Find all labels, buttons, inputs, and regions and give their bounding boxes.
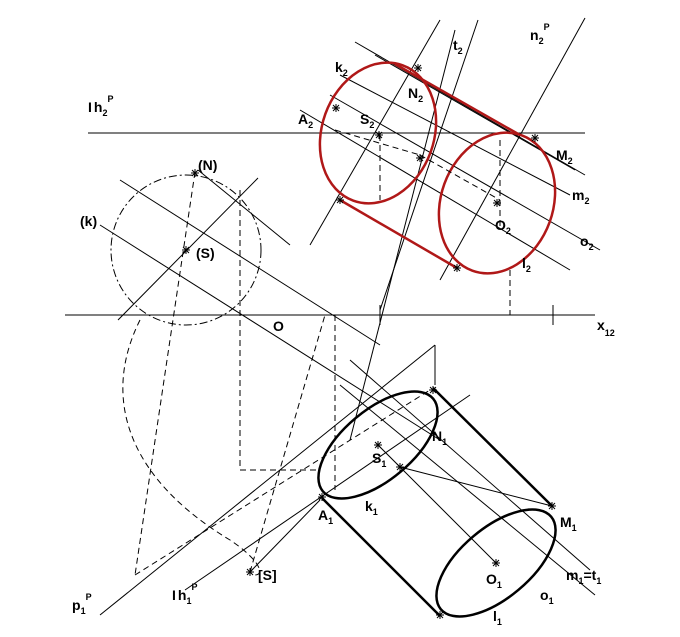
marker-S2 bbox=[375, 131, 383, 139]
dash-p-diag bbox=[134, 389, 431, 576]
label-m1-t1: m1=t1 bbox=[566, 567, 601, 586]
left-dashed-construction bbox=[122, 171, 431, 576]
trace-h1 bbox=[184, 394, 471, 591]
line-o2-axis bbox=[329, 94, 601, 251]
label-x12: x12 bbox=[597, 317, 615, 338]
line-through-S bbox=[99, 224, 441, 441]
line-S-bracket bbox=[249, 499, 321, 573]
rotated-circle-k bbox=[110, 174, 262, 326]
label-A2: A2 bbox=[298, 111, 313, 130]
point-markers bbox=[182, 64, 556, 619]
marker-O1 bbox=[492, 559, 500, 567]
marker-l2 bbox=[453, 264, 461, 272]
line-n2 bbox=[439, 17, 586, 281]
label-o2: o2 bbox=[580, 233, 594, 252]
line-k-diag bbox=[117, 177, 259, 321]
label-M1: M1 bbox=[560, 514, 577, 533]
dashed-arc bbox=[122, 319, 261, 576]
label-o1: o1 bbox=[540, 587, 554, 606]
label-A1: A1 bbox=[318, 507, 333, 526]
marker-k2 bbox=[416, 154, 424, 162]
lower-axis bbox=[377, 444, 497, 564]
label-S2: S2 bbox=[360, 111, 374, 130]
marker-O2 bbox=[493, 199, 501, 207]
lower-ellipse-l1 bbox=[435, 508, 557, 618]
line-m2 bbox=[339, 74, 571, 196]
marker-k1 bbox=[396, 463, 404, 471]
label-O: O bbox=[273, 318, 284, 334]
lower-generator-bottom bbox=[321, 497, 441, 617]
ground-line-group bbox=[65, 132, 595, 385]
label-m2: m2 bbox=[572, 187, 589, 206]
marker-M2 bbox=[531, 134, 539, 142]
line-N-diag bbox=[197, 169, 291, 246]
lower-construction-lines bbox=[339, 359, 596, 596]
trace-p1 bbox=[99, 344, 436, 616]
rotated-circle-group bbox=[99, 169, 441, 441]
label-k2: k2 bbox=[335, 59, 348, 78]
upper-ellipse-l2 bbox=[437, 131, 557, 275]
line-k2-trace bbox=[309, 19, 441, 246]
label-S1: S1 bbox=[372, 450, 386, 469]
label-O1: O1 bbox=[486, 571, 502, 590]
marker-S-rot bbox=[182, 246, 190, 254]
dash bbox=[334, 129, 421, 156]
label-l1: l1 bbox=[493, 608, 502, 627]
label-S-bracket: [S] bbox=[258, 567, 277, 583]
label-p1: p1P bbox=[72, 592, 92, 616]
marker-A1 bbox=[318, 493, 326, 501]
line-m1 bbox=[349, 359, 591, 571]
upper-ellipse-k2 bbox=[318, 61, 438, 205]
lower-generator-top bbox=[432, 387, 553, 507]
marker-l1 bbox=[436, 611, 444, 619]
label-N2: N2 bbox=[408, 85, 423, 104]
marker-bottom2 bbox=[336, 196, 344, 204]
marker-N-rot bbox=[191, 169, 199, 177]
lower-traces bbox=[99, 344, 471, 616]
marker-A2 bbox=[332, 104, 340, 112]
line-o1 bbox=[339, 384, 596, 596]
marker-N1 bbox=[429, 386, 437, 394]
line-l2 bbox=[299, 109, 571, 271]
lower-ellipse-k1 bbox=[317, 390, 439, 500]
label-l2: l2 bbox=[522, 255, 531, 274]
dash bbox=[419, 154, 501, 201]
lower-cylinder bbox=[317, 387, 557, 618]
label-N-rot: (N) bbox=[198, 157, 217, 173]
marker-S-bracket bbox=[246, 568, 254, 576]
upper-generator-top bbox=[394, 62, 521, 137]
dash-S-diag bbox=[249, 314, 326, 573]
label-S-rot: (S) bbox=[196, 245, 215, 261]
label-M2: M2 bbox=[556, 147, 573, 166]
dash-N-down bbox=[134, 171, 196, 576]
label-t2: t2 bbox=[453, 37, 463, 56]
label-n2: n2P bbox=[530, 22, 550, 46]
upper-cylinder bbox=[318, 61, 557, 275]
lower-chord bbox=[399, 466, 553, 507]
label-O2: O2 bbox=[495, 217, 511, 236]
label-N1: N1 bbox=[432, 428, 447, 447]
upper-generator-bottom bbox=[339, 198, 458, 270]
label-k1: k1 bbox=[365, 498, 378, 517]
marker-M1 bbox=[548, 502, 556, 510]
line-through-N bbox=[119, 179, 381, 346]
upper-dashed-lines bbox=[334, 129, 511, 315]
line-t2b bbox=[379, 19, 479, 311]
marker-N2 bbox=[414, 64, 422, 72]
marker-S1 bbox=[374, 441, 382, 449]
label-k-rot: (k) bbox=[80, 213, 97, 229]
